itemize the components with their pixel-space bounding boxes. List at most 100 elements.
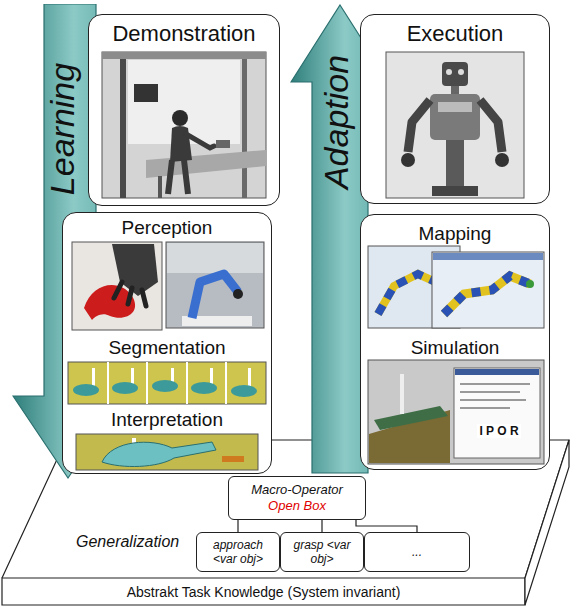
text-slot: Simulation [361, 337, 549, 360]
illustration-part [192, 274, 238, 318]
illustration-part [480, 100, 502, 152]
learning-steps-card: PerceptionSegmentationInterpretation [62, 212, 272, 474]
box-text: Macro-Operator [251, 482, 343, 498]
illustration-part [444, 276, 530, 314]
connector-line [237, 520, 238, 532]
section-label: Generalization [76, 532, 179, 551]
illustration-part [495, 153, 509, 167]
illustration-part [186, 134, 214, 148]
label-slot: Generalization [76, 532, 179, 551]
illustration-part [248, 368, 251, 386]
text-slot: Abstrakt Task Knowledge (System invarian… [2, 583, 525, 601]
card-title: Execution [407, 21, 504, 47]
illustration-part [242, 59, 247, 198]
illustration-part [222, 456, 244, 462]
illustration-part [233, 289, 243, 299]
illustration-part [73, 384, 99, 396]
illustration-part [455, 369, 539, 375]
card-title: Perception [122, 217, 213, 240]
illustration-part [430, 94, 480, 140]
illustration-part [170, 126, 192, 162]
illustration-part [120, 59, 126, 198]
illustration-part [401, 153, 415, 167]
illustration-part [108, 362, 226, 404]
illustration-part [432, 186, 478, 196]
box-text: Open Box [268, 498, 326, 514]
illustration-part [72, 242, 162, 330]
shape-face [525, 440, 569, 605]
illustration-part [166, 242, 264, 328]
illustration-part [458, 69, 464, 75]
illustration-part [374, 406, 448, 430]
illustration-part [191, 382, 217, 394]
connector-line [321, 520, 322, 532]
illustration-part [102, 52, 266, 198]
card-title: Segmentation [108, 337, 225, 360]
execution-card: Execution [360, 14, 550, 204]
illustration-part [433, 253, 543, 260]
illustration-part [102, 52, 266, 59]
illustration-part [168, 160, 188, 194]
illustration-part [146, 150, 266, 178]
illustration-part [172, 110, 188, 126]
card-title: Demonstration [112, 21, 255, 47]
task-knowledge-platform: Abstrakt Task Knowledge (System invarian… [0, 435, 571, 611]
illustration-part [112, 382, 138, 394]
illustration-part [408, 100, 430, 152]
macro-operator-box: Macro-OperatorOpen Box [228, 476, 366, 520]
box-text: ... [412, 545, 422, 559]
label-slot: I P O R [457, 421, 541, 439]
card-title: Interpretation [111, 409, 223, 432]
arrow-text: Learning [45, 63, 79, 195]
card-title: Simulation [411, 337, 500, 360]
operator-box: ... [364, 532, 470, 572]
illustration-part [216, 140, 230, 148]
illustration-part [68, 362, 266, 404]
card-title: Mapping [419, 223, 492, 246]
illustration-part [460, 384, 530, 408]
shape-face [2, 578, 525, 605]
text-slot: Learning [45, 63, 79, 195]
illustration-part [386, 52, 524, 198]
illustration-part [378, 274, 440, 314]
illustration-part [76, 434, 258, 470]
connector-line [356, 520, 417, 532]
box-text: approach <var obj> [201, 538, 275, 567]
illustration-part [134, 84, 158, 102]
illustration-part [368, 360, 544, 464]
illustration-part [432, 252, 544, 328]
demonstration-card: Demonstration [88, 14, 280, 206]
text-slot: Segmentation [63, 337, 271, 360]
platform-text: Abstrakt Task Knowledge (System invarian… [127, 584, 401, 601]
text-slot: Execution [361, 21, 549, 47]
illustration-part [451, 86, 459, 94]
illustration-part [526, 280, 534, 288]
box-text: grasp <var obj> [285, 538, 359, 567]
illustration-part [152, 380, 178, 392]
illustration-part [102, 442, 216, 467]
text-slot: Perception [63, 217, 271, 240]
illustration-part [442, 62, 468, 86]
illustration-part [167, 243, 263, 273]
illustration-part [454, 368, 540, 458]
illustration-part [446, 69, 452, 75]
illustration-part [444, 276, 530, 314]
illustration-part [438, 102, 472, 112]
illustration-part [446, 140, 464, 188]
text-slot: Adaption [319, 55, 353, 189]
text-slot: Mapping [361, 223, 549, 246]
illustration-part [114, 282, 146, 306]
illustration-part [400, 374, 404, 414]
operator-box: approach <var obj> [196, 532, 280, 572]
illustration-part [92, 368, 95, 386]
arrow-text: Adaption [319, 55, 353, 189]
screen-text: I P O R [477, 424, 520, 438]
adaption-steps-card: MappingSimulation I P O R [360, 214, 550, 470]
operator-box: grasp <var obj> [280, 532, 364, 572]
illustration-part [378, 274, 440, 314]
illustration-part [231, 385, 257, 397]
illustration-part [158, 176, 162, 198]
text-slot: Demonstration [89, 21, 279, 47]
text-slot: Interpretation [63, 409, 271, 432]
